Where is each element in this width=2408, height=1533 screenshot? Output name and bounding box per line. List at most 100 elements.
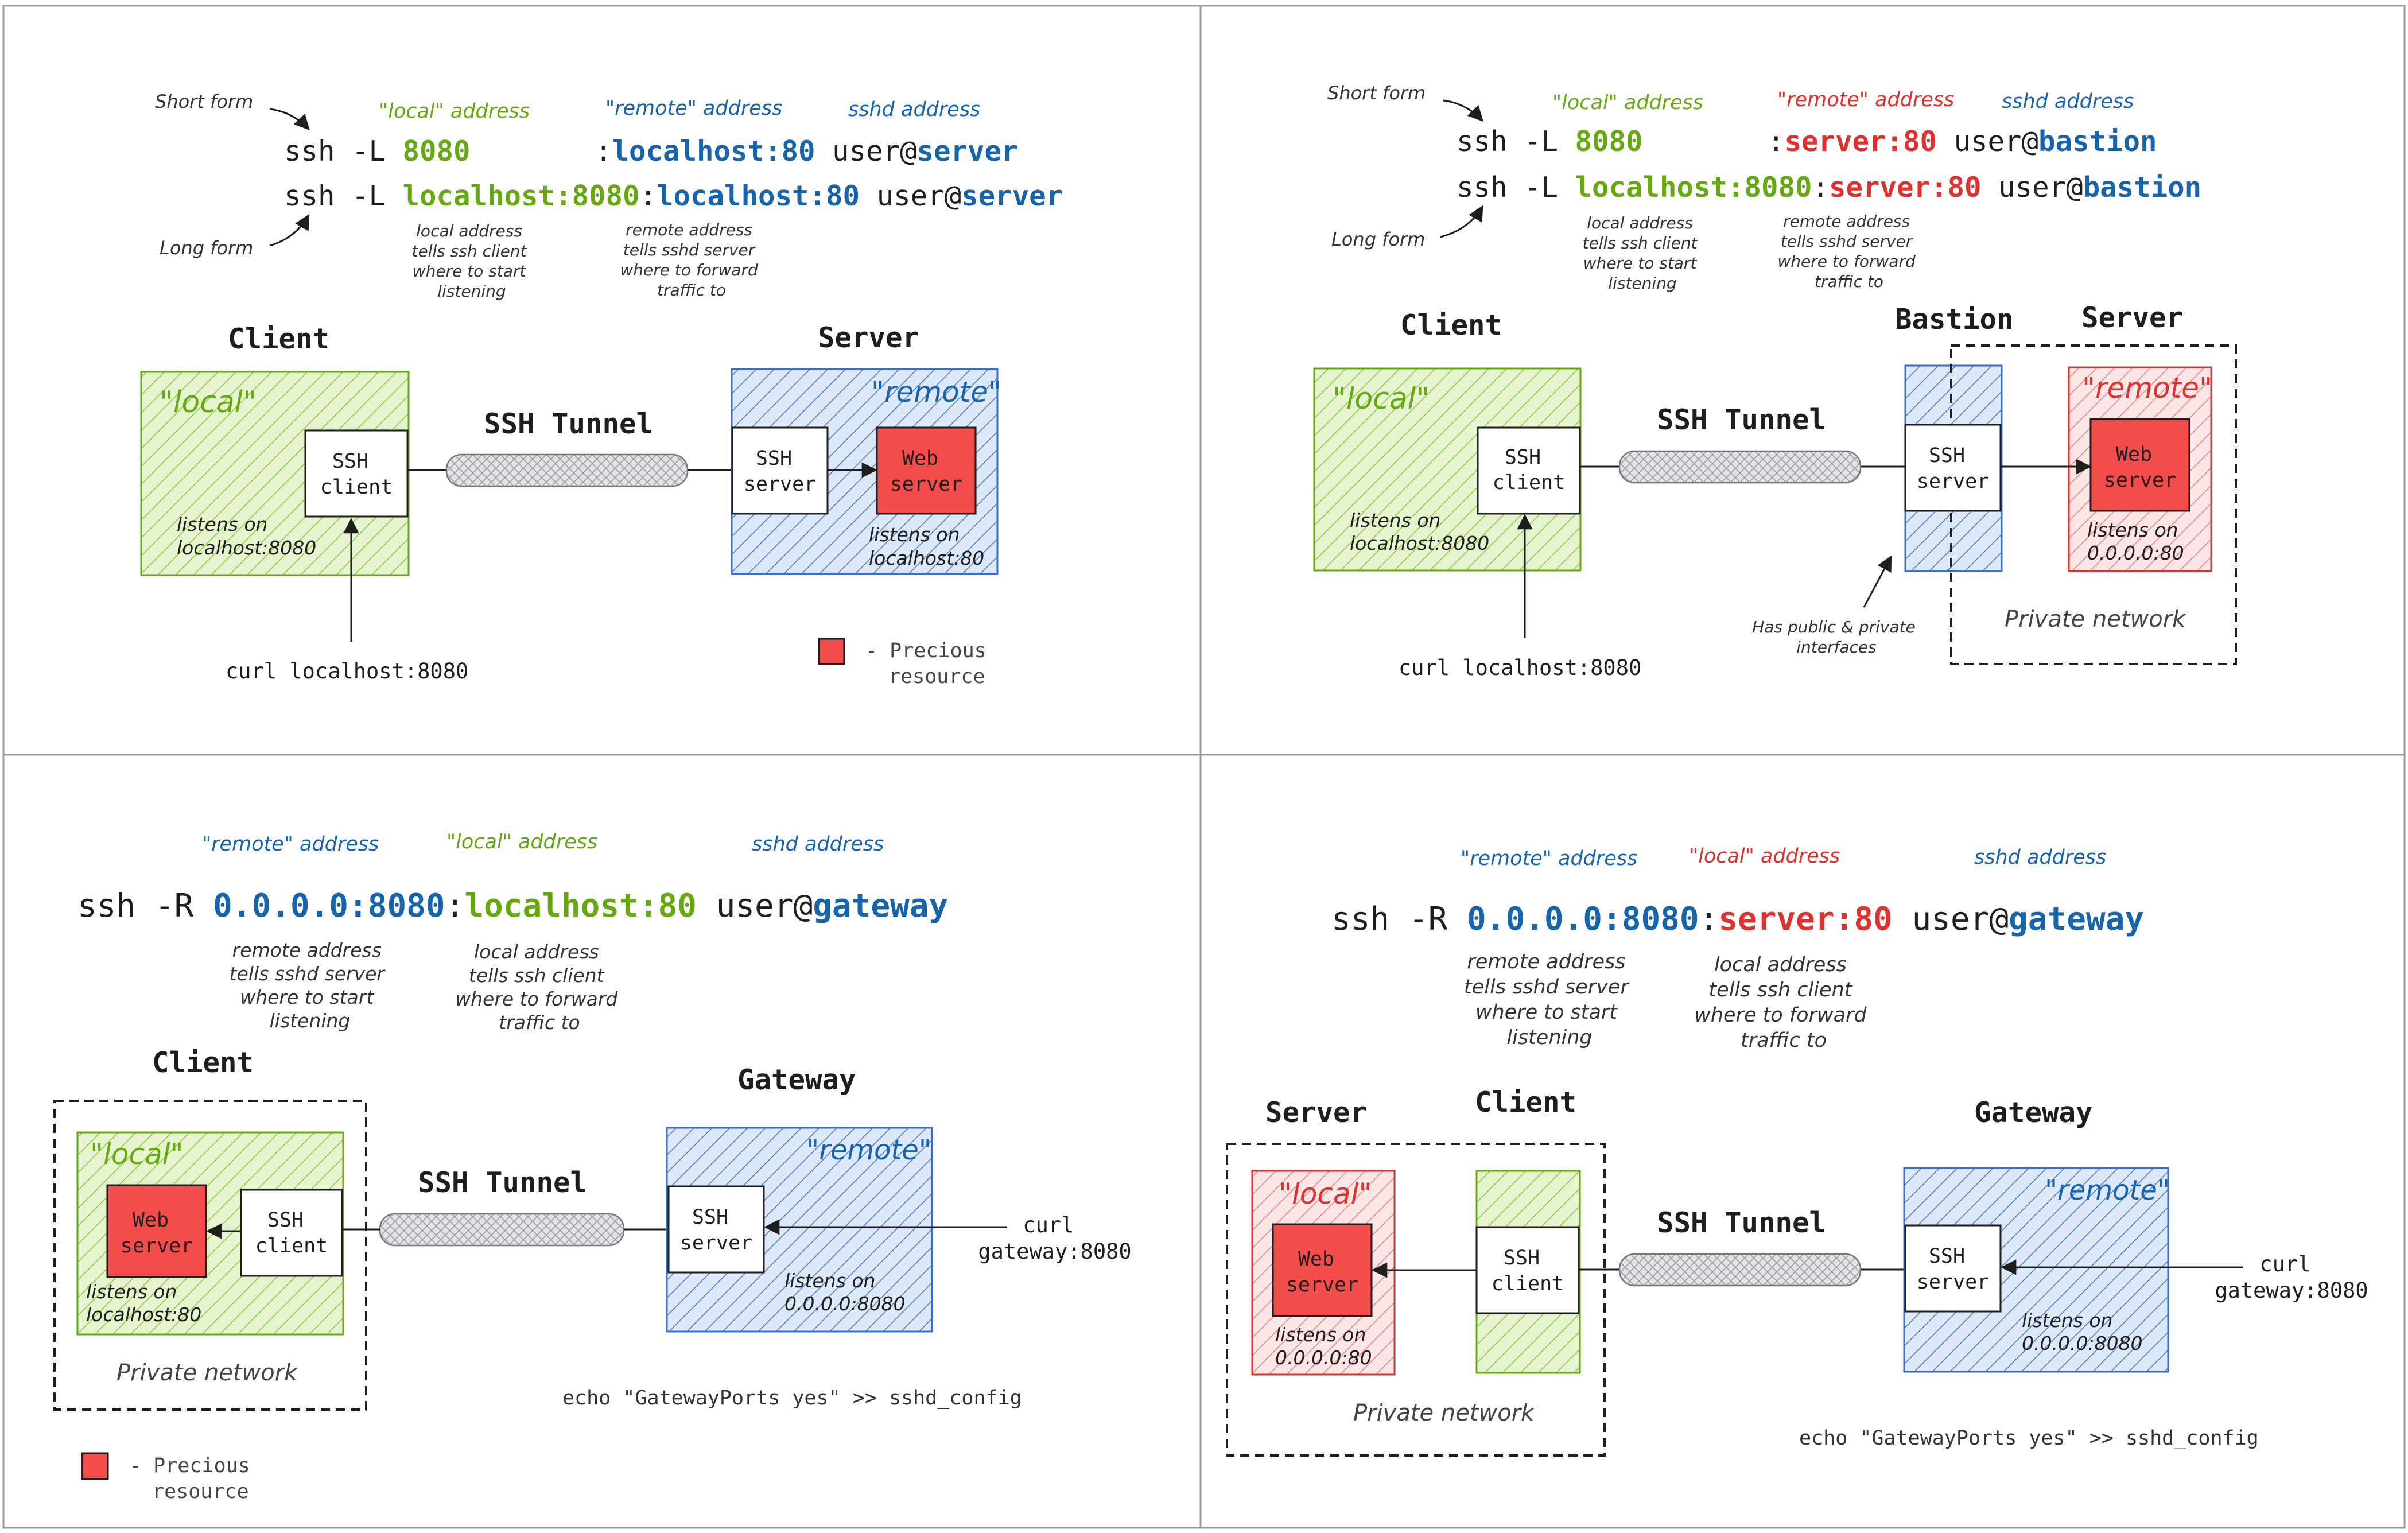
local-address-note: local address tells ssh client where to … xyxy=(1583,214,1703,293)
short-form-arrow xyxy=(269,108,310,130)
ssh-server-box xyxy=(1904,1224,2002,1313)
ssh-client-box xyxy=(240,1189,343,1277)
header-local-address: "local" address xyxy=(1689,845,1840,868)
local-address-note: local address tells ssh client where to … xyxy=(412,222,532,301)
command-remote: ssh -R 0.0.0.0:8080:server:80 user@gatew… xyxy=(1331,901,2144,938)
ssh-client-label: SSH client xyxy=(255,1209,328,1258)
local-tag: "local" xyxy=(1333,382,1430,416)
remote-tag: "remote" xyxy=(806,1134,931,1166)
ssh-server-box xyxy=(731,426,829,515)
client-listen-note: listens on localhost:8080 xyxy=(177,513,316,559)
long-form-label: Long form xyxy=(1331,228,1425,250)
tunnel-label: SSH Tunnel xyxy=(1657,403,1826,436)
curl-command: curl localhost:8080 xyxy=(226,659,468,684)
outer-frame xyxy=(2,5,2406,1529)
web-server-label: Web server xyxy=(2104,443,2176,492)
ssh-client-label: SSH client xyxy=(1492,1247,1564,1295)
ssh-client-box xyxy=(1475,1226,1580,1314)
bastion-note-arrow xyxy=(1863,555,1892,608)
ssh-server-box xyxy=(1904,424,2002,512)
long-form-arrow xyxy=(269,214,310,247)
header-local-address: "local" address xyxy=(379,100,530,123)
remote-address-note: remote address tells sshd server where t… xyxy=(1777,212,1920,291)
client-title: Client xyxy=(228,323,329,355)
private-network-label: Private network xyxy=(2005,606,2186,632)
ssh-server-label: SSH server xyxy=(680,1206,752,1255)
remote-tag: "remote" xyxy=(2082,371,2212,405)
bastion-title: Bastion xyxy=(1895,303,2014,336)
panel-local-forward-bastion: "local" address "remote" address sshd ad… xyxy=(1313,82,2237,680)
server-title: Server xyxy=(818,321,919,354)
gateway-listen-note: listens on 0.0.0.0:8080 xyxy=(2022,1309,2143,1355)
command-remote: ssh -R 0.0.0.0:8080:localhost:80 user@ga… xyxy=(77,887,948,925)
header-remote-address: "remote" address xyxy=(605,97,782,120)
local-tag: "local" xyxy=(1279,1177,1372,1210)
panel-remote-forward-private: "remote" address "local" address sshd ad… xyxy=(1226,845,2368,1457)
remote-address-note: remote address tells sshd server where t… xyxy=(1464,950,1635,1049)
remote-address-note: remote address tells sshd server where t… xyxy=(620,220,763,300)
web-server-box xyxy=(2089,418,2190,512)
ssh-client-label: SSH client xyxy=(1493,446,1565,494)
header-sshd-address: sshd address xyxy=(1974,846,2106,869)
long-form-arrow xyxy=(1440,205,1483,238)
header-sshd-address: sshd address xyxy=(848,98,980,121)
command-short: ssh -L 8080:localhost:80 user@server xyxy=(284,135,1019,168)
ssh-server-label: SSH server xyxy=(1917,1245,1989,1294)
precious-legend-label: - Precious resource xyxy=(129,1454,262,1503)
client-title: Client xyxy=(152,1046,254,1079)
short-form-arrow xyxy=(1443,99,1483,122)
web-listen-note: listens on localhost:80 xyxy=(86,1280,201,1326)
ssh-client-box xyxy=(304,429,409,518)
header-local-address: "local" address xyxy=(446,830,597,853)
remote-address-note: remote address tells sshd server where t… xyxy=(230,939,391,1032)
private-network-label: Private network xyxy=(116,1360,298,1386)
panel-local-forward-direct: "local" address "remote" address sshd ad… xyxy=(140,91,1063,688)
ssh-client-box xyxy=(1477,426,1581,515)
web-server-box xyxy=(876,426,977,515)
local-address-note: local address tells ssh client where to … xyxy=(1694,953,1873,1052)
ssh-tunnel xyxy=(379,1213,625,1247)
precious-legend-label: - Precious resource xyxy=(865,639,999,688)
tunnel-label: SSH Tunnel xyxy=(418,1166,587,1199)
web-server-label: Web server xyxy=(890,447,962,496)
ssh-tunnel xyxy=(1618,1253,1862,1287)
gatewayports-command: echo "GatewayPorts yes" >> sshd_config xyxy=(562,1387,1022,1410)
tunnel-label: SSH Tunnel xyxy=(1657,1206,1826,1239)
web-listen-note: listens on 0.0.0.0:80 xyxy=(1275,1324,1372,1369)
remote-tag: "remote" xyxy=(2045,1174,2170,1206)
header-remote-address: "remote" address xyxy=(202,833,379,856)
web-server-box xyxy=(106,1184,207,1278)
web-listen-note: listens on 0.0.0.0:80 xyxy=(2087,519,2184,564)
remote-tag: "remote" xyxy=(871,375,1001,409)
tunnel-label: SSH Tunnel xyxy=(484,407,653,440)
ssh-client-label: SSH client xyxy=(320,450,393,499)
gateway-title: Gateway xyxy=(1974,1096,2093,1129)
server-title: Server xyxy=(1265,1096,1367,1129)
long-form-label: Long form xyxy=(160,237,253,259)
web-server-label: Web server xyxy=(1286,1248,1358,1297)
command-long: ssh -L localhost:8080:localhost:80 user@… xyxy=(284,180,1063,212)
private-network-boundary xyxy=(53,1100,367,1411)
panel-remote-forward-direct: "remote" address "local" address sshd ad… xyxy=(53,830,1132,1503)
gateway-listen-note: listens on 0.0.0.0:8080 xyxy=(784,1270,906,1315)
local-tag: "local" xyxy=(90,1138,184,1171)
gatewayports-command: echo "GatewayPorts yes" >> sshd_config xyxy=(1799,1427,2259,1450)
curl-command: curl gateway:8080 xyxy=(978,1213,1131,1264)
short-form-label: Short form xyxy=(1327,82,1426,104)
precious-legend-swatch xyxy=(818,638,845,665)
local-address-note: local address tells ssh client where to … xyxy=(455,941,624,1034)
web-server-box xyxy=(1272,1223,1373,1317)
ssh-server-label: SSH server xyxy=(1917,444,1989,493)
command-short: ssh -L 8080:server:80 user@bastion xyxy=(1457,125,2157,158)
ssh-tunnel xyxy=(1618,450,1862,484)
ssh-tunnel xyxy=(445,453,689,487)
curl-command: curl localhost:8080 xyxy=(1399,655,1641,680)
command-long: ssh -L localhost:8080:server:80 user@bas… xyxy=(1457,171,2201,204)
short-form-label: Short form xyxy=(155,91,253,112)
client-title: Client xyxy=(1400,309,1502,341)
private-network-label: Private network xyxy=(1353,1400,1535,1426)
header-local-address: "local" address xyxy=(1552,91,1703,114)
gateway-title: Gateway xyxy=(737,1064,856,1096)
header-remote-address: "remote" address xyxy=(1777,88,1954,111)
header-remote-address: "remote" address xyxy=(1461,847,1637,870)
